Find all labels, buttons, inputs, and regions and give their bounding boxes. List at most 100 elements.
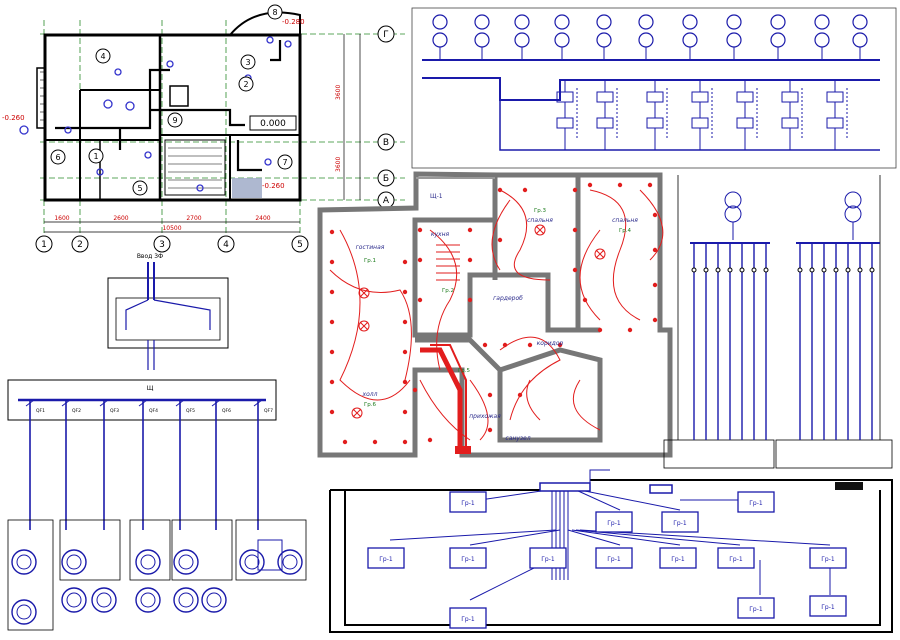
socket-dot [482,342,488,348]
socket-dot [467,227,473,233]
light-fixture: Гр-1 [449,607,487,629]
feeder-line [703,243,709,440]
socket-dot [597,327,603,333]
socket-dot [652,282,658,288]
load-box [129,519,171,581]
room-label: спальня [527,217,553,224]
feeder-line [809,243,815,440]
feeder-line [763,243,769,440]
socket-dot [467,257,473,263]
relay-block [596,80,618,150]
socket-dot [497,187,503,193]
meter-symbol [514,14,530,60]
load-box [235,519,307,581]
feeder-line [869,243,875,440]
meter-symbol [554,14,570,60]
relay-block [736,80,758,150]
feeder-line: QF3 [99,399,119,530]
socket-dot [427,437,433,443]
light-fixture: Гр-1 [595,547,633,569]
fixture-label: Гр-1 [821,556,835,563]
motor-symbol [201,587,227,613]
axis-label: 2 [77,240,83,250]
socket-dot [502,342,508,348]
group-label: Гр.5 [458,368,471,374]
meter-symbol [432,14,448,60]
feeder-line: QF5 [175,399,195,530]
fixture-label: Гр-1 [673,520,687,527]
socket-dot [402,409,408,415]
socket-dot [402,349,408,355]
fixture-label: Гр-1 [749,500,763,507]
group-label: Гр.1 [364,258,376,264]
motor-symbol [61,549,87,575]
socket-dot [652,212,658,218]
socket-dot [417,227,423,233]
socket-dot [329,379,335,385]
dim-label: 3600 [335,157,342,172]
relay-block [781,80,803,150]
socket-dot [467,297,473,303]
socket-dot [402,289,408,295]
fixture-label: Гр-1 [821,604,835,611]
dim-total: 10500 [162,225,181,232]
room-number: 7 [282,158,287,167]
axis-label: 1 [41,240,47,250]
feeder-line [739,243,745,440]
socket-dot [329,409,335,415]
socket-dot [417,297,423,303]
breaker-label: QF7 [264,408,273,414]
feeder-line [751,243,757,440]
light-fixture: Гр-1 [717,547,755,569]
room-number: 9 [172,116,177,125]
room-number: 6 [55,153,60,162]
room-number: 1 [93,152,98,161]
room-number: 2 [243,80,248,89]
group-label: Гр.2 [442,288,454,294]
socket-dot [329,349,335,355]
socket-dot [572,227,578,233]
group-label: Гр.4 [619,228,632,234]
socket-dot [527,342,533,348]
dim-label: 2600 [113,215,128,222]
dim-label: 2700 [186,215,201,222]
light-fixture: Гр-1 [737,491,775,513]
feeder-line: QF2 [61,399,81,530]
socket-dot [587,182,593,188]
schematic-top-right [411,7,897,169]
axis-label: Б [383,174,389,184]
socket-dot [517,392,523,398]
meter-symbol [682,14,698,60]
feeder-line: QF7 [253,399,273,530]
socket-dot [582,297,588,303]
load-box [59,519,121,581]
level-mark: -0.260 [262,182,285,190]
relay-block [646,80,668,150]
axis-label: В [383,138,389,148]
socket-dot [487,427,493,433]
fixture-label: Гр-1 [607,520,621,527]
room-label: гостиная [356,244,385,251]
fixture-label: Гр-1 [671,556,685,563]
load-box [171,519,233,581]
motor-symbol [91,587,117,613]
light-fixture: Гр-1 [737,597,775,619]
fixture-label: Гр-1 [749,606,763,613]
room-label: санузел [505,435,530,442]
socket-dot [647,182,653,188]
room-label: гардероб [493,295,523,302]
socket-dot [627,327,633,333]
fixture-label: Гр-1 [379,556,393,563]
bus-label: Щ [147,385,154,392]
feeder-line [833,243,839,440]
meter-symbol [726,14,742,60]
socket-dot [522,187,528,193]
room-number: 3 [245,58,250,67]
breaker-label: QF3 [110,408,119,414]
socket-dot [572,267,578,273]
feeder-line [727,243,733,440]
socket-dot [652,247,658,253]
floorplan-top-left: 4 3 2 1 5 9 7 6 8 0.000 -0.260 -0.260 -0… [2,4,405,253]
